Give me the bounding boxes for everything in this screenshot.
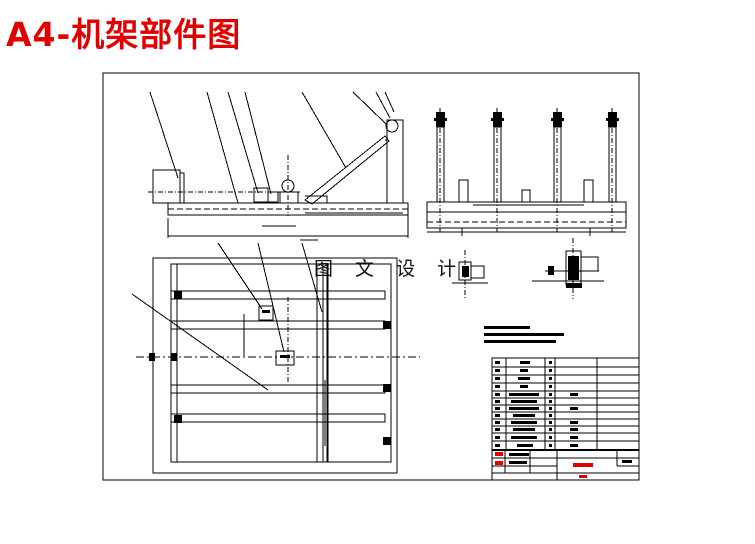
side-view xyxy=(426,108,627,236)
inner-frame xyxy=(170,263,392,463)
parts-list-text xyxy=(495,361,632,464)
bearing-a xyxy=(258,305,274,321)
upright-post xyxy=(386,119,404,204)
tech-notes xyxy=(484,326,564,343)
diagonal-brace xyxy=(304,135,390,205)
bearing-b xyxy=(275,350,295,366)
spindle-heads xyxy=(434,112,619,127)
plan-fasteners xyxy=(149,291,391,445)
title-block xyxy=(491,357,640,481)
red-stamps xyxy=(495,452,593,478)
motor-box xyxy=(152,169,181,204)
page-title: A4-机架部件图 xyxy=(6,15,242,54)
front-view xyxy=(148,91,409,241)
detail-hatching xyxy=(462,256,582,288)
brace-bracket xyxy=(305,195,328,203)
watermark: 图 文 设 计 xyxy=(314,258,465,280)
outer-frame xyxy=(152,257,398,474)
side-base-beam xyxy=(426,201,627,229)
pulley xyxy=(385,119,399,133)
drawing-frame xyxy=(102,72,640,481)
